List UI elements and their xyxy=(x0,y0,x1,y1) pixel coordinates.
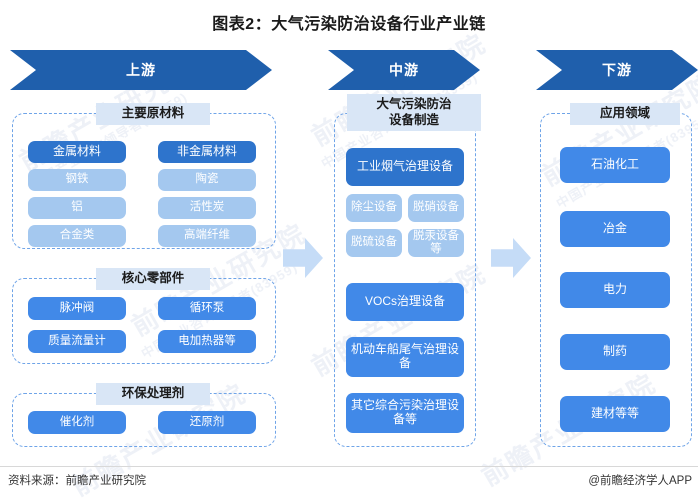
chip-vehicle-vessel-exhaust-equipment[interactable]: 机动车船尾气治理设备 xyxy=(346,337,464,377)
chip-circulation-pump[interactable]: 循环泵 xyxy=(158,297,256,320)
chevron-header-midstream: 中游 xyxy=(328,50,480,90)
chip-pharmaceutical[interactable]: 制药 xyxy=(560,334,670,370)
panel-title-application-fields: 应用领域 xyxy=(570,103,680,125)
midstream-title-line2: 设备制造 xyxy=(388,112,439,127)
chip-nonmetal-materials[interactable]: 非金属材料 xyxy=(158,141,256,163)
panel-title-core-components: 核心零部件 xyxy=(96,268,210,290)
chip-ceramic[interactable]: 陶瓷 xyxy=(158,169,256,191)
chip-mercury-removal-equipment[interactable]: 脱汞设备等 xyxy=(408,229,464,257)
panel-title-main-raw-materials: 主要原材料 xyxy=(96,103,210,125)
midstream-title-line1: 大气污染防治 xyxy=(376,97,452,111)
page-title: 图表2：大气污染防治设备行业产业链 xyxy=(212,16,486,33)
chip-high-end-fiber[interactable]: 高端纤维 xyxy=(158,225,256,247)
panel-title-midstream-manufacturing: 大气污染防治 设备制造 xyxy=(347,94,481,132)
chevron-header-downstream: 下游 xyxy=(536,50,698,90)
chip-building-materials[interactable]: 建材等等 xyxy=(560,396,670,432)
chip-steel[interactable]: 钢铁 xyxy=(28,169,126,191)
chip-catalyst[interactable]: 催化剂 xyxy=(28,411,126,434)
chip-desulfurization-equipment[interactable]: 脱硫设备 xyxy=(346,229,402,257)
brand-label: @前瞻经济学人APP xyxy=(588,475,692,487)
chip-dust-removal-equipment[interactable]: 除尘设备 xyxy=(346,194,402,222)
chip-reducing-agent[interactable]: 还原剂 xyxy=(158,411,256,434)
chevron-header-upstream: 上游 xyxy=(10,50,272,90)
chip-electric-heater[interactable]: 电加热器等 xyxy=(158,330,256,353)
footer-divider xyxy=(0,466,698,467)
chip-other-comprehensive-treatment-equipment[interactable]: 其它综合污染治理设备等 xyxy=(346,393,464,433)
chip-electric-power[interactable]: 电力 xyxy=(560,272,670,308)
chip-vocs-treatment-equipment[interactable]: VOCs治理设备 xyxy=(346,283,464,321)
arrow-midstream-to-downstream-icon xyxy=(491,238,531,278)
arrow-upstream-to-midstream-icon xyxy=(283,238,323,278)
chip-metallurgy[interactable]: 冶金 xyxy=(560,211,670,247)
panel-title-treatment-agents: 环保处理剂 xyxy=(96,383,210,405)
chip-petrochemical[interactable]: 石油化工 xyxy=(560,147,670,183)
chip-alloys[interactable]: 合金类 xyxy=(28,225,126,247)
source-label: 资料来源：前瞻产业研究院 xyxy=(8,475,146,487)
chip-aluminum[interactable]: 铝 xyxy=(28,197,126,219)
chip-activated-carbon[interactable]: 活性炭 xyxy=(158,197,256,219)
chip-industrial-flue-gas-equipment[interactable]: 工业烟气治理设备 xyxy=(346,148,464,186)
chip-metal-materials[interactable]: 金属材料 xyxy=(28,141,126,163)
chip-denitration-equipment[interactable]: 脱硝设备 xyxy=(408,194,464,222)
chip-mass-flow-meter[interactable]: 质量流量计 xyxy=(28,330,126,353)
chip-pulse-valve[interactable]: 脉冲阀 xyxy=(28,297,126,320)
